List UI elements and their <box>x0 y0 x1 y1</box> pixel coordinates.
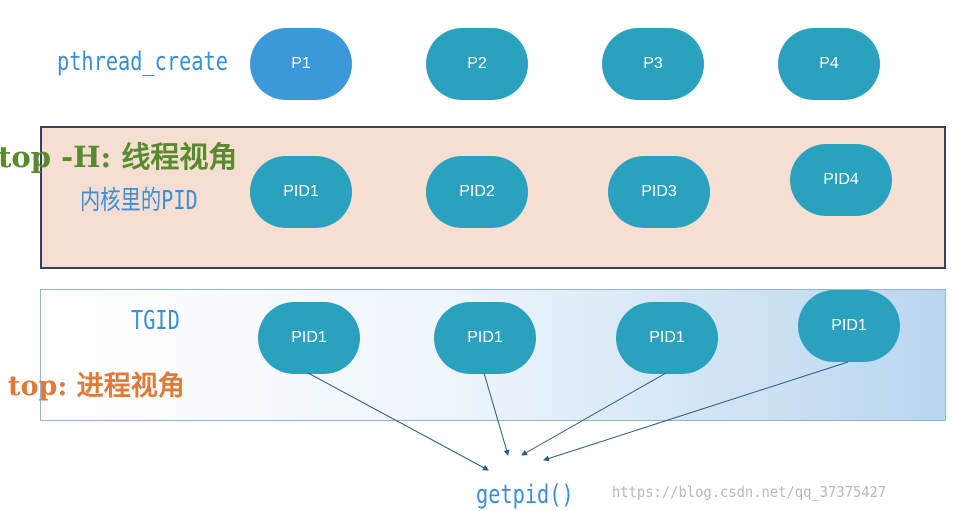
thread-node-p4: P4 <box>778 28 880 100</box>
thread-node-p3: P3 <box>602 28 704 100</box>
kernel-pid-node-2: PID2 <box>426 156 528 228</box>
connector-line-2 <box>483 372 510 456</box>
kernel-pid-node-3: PID3 <box>608 156 710 228</box>
kernel-pid-node-4: PID4 <box>790 144 892 216</box>
connector-line-4 <box>543 361 849 462</box>
tgid-node-2: PID1 <box>434 302 536 374</box>
connector-line-3 <box>521 372 667 456</box>
watermark-url: https://blog.csdn.net/qq_37375427 <box>612 483 887 501</box>
connector-line-1 <box>307 372 489 471</box>
getpid-label: getpid() <box>476 480 574 510</box>
tgid-label: TGID <box>131 306 180 336</box>
thread-node-p1: P1 <box>250 28 352 100</box>
tgid-node-3: PID1 <box>616 302 718 374</box>
pthread-create-label: pthread_create <box>57 47 228 77</box>
top-process-view-label: top: 进程视角 <box>8 371 185 402</box>
top-h-thread-view-label: top -H: 线程视角 <box>0 140 238 174</box>
thread-node-p2: P2 <box>426 28 528 100</box>
tgid-node-4: PID1 <box>798 290 900 362</box>
tgid-node-1: PID1 <box>258 302 360 374</box>
kernel-pid-label: 内核里的PID <box>80 186 198 216</box>
kernel-pid-node-1: PID1 <box>250 156 352 228</box>
